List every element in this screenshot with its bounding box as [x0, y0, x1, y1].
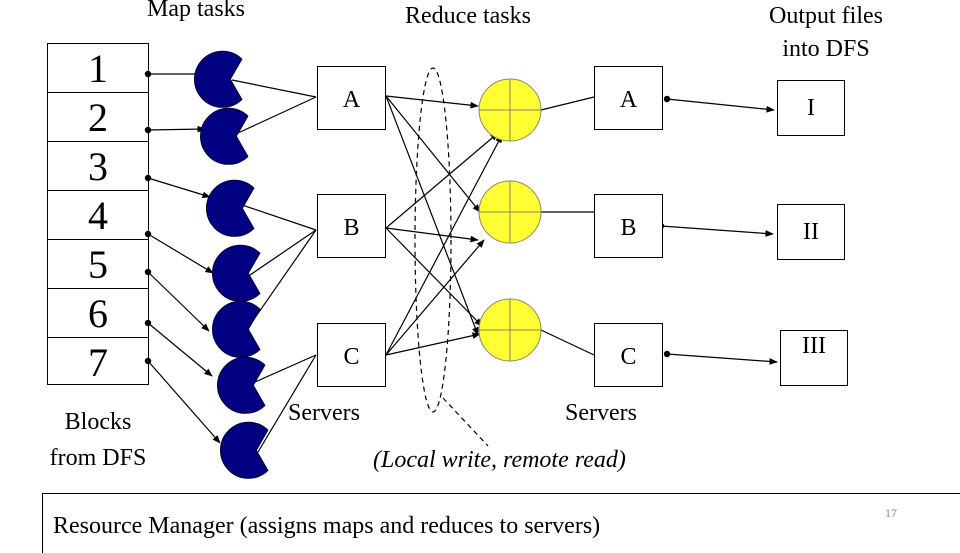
line-reduce3-server-c — [540, 329, 595, 356]
pacman-icon — [212, 244, 261, 302]
arrow-block5-map5 — [147, 271, 210, 332]
resource-manager-label: Resource Manager (assigns maps and reduc… — [53, 513, 601, 539]
block-to-map-arrows — [147, 70, 221, 444]
dfs-blocks: 1 2 3 4 5 6 7 — [47, 43, 149, 385]
servers-label-right: Servers — [565, 400, 637, 426]
arrow-block3-map3 — [147, 177, 211, 198]
reduce-server-c: C — [594, 323, 663, 387]
blocks-caption: Blocks from DFS — [28, 410, 168, 470]
block-dots — [144, 70, 152, 365]
pacman-icon — [217, 356, 266, 414]
line-map4-server-b — [249, 229, 317, 276]
local-write-ellipse — [414, 67, 452, 413]
block-1: 1 — [48, 44, 148, 93]
dot-block1 — [144, 70, 152, 78]
shuffle-arrows — [385, 95, 503, 356]
output-files-label-line2: into DFS — [782, 36, 870, 62]
arrow-a-reduce1 — [385, 95, 479, 109]
dot-block6 — [144, 319, 152, 327]
arrow-b-reduce1 — [385, 132, 499, 229]
resource-manager-box — [42, 493, 960, 553]
arrow-b-output2 — [660, 225, 774, 237]
line-map5-server-b — [249, 229, 317, 326]
line-map3-server-b — [241, 204, 317, 231]
map-tasks — [194, 50, 269, 479]
arrow-c-reduce1 — [385, 134, 503, 356]
dot-block4 — [144, 230, 152, 238]
output-file-3: III — [780, 330, 848, 386]
map-tasks-label: Map tasks — [147, 0, 245, 22]
dot-block2 — [144, 126, 152, 134]
arrow-block2-map2 — [147, 125, 206, 133]
dot-block3 — [144, 174, 152, 182]
line-map6-server-c — [254, 354, 317, 383]
page-number: 17 — [885, 506, 897, 520]
pacman-icon — [194, 50, 243, 108]
line-map7-server-c — [257, 354, 317, 453]
servers-label-left: Servers — [288, 400, 360, 426]
block-5: 5 — [48, 240, 148, 289]
output-files-label: Output files into DFS — [741, 4, 911, 61]
arrow-a-reduce2 — [385, 95, 481, 213]
arrow-a-reduce3 — [385, 95, 479, 336]
map-server-a: A — [317, 66, 386, 130]
arrow-c-reduce2 — [385, 239, 485, 356]
blocks-caption-line1: Blocks — [64, 409, 132, 435]
reduce-to-server-lines — [540, 96, 595, 356]
ellipse-pointer-line — [442, 397, 489, 447]
block-3: 3 — [48, 142, 148, 191]
arrow-c-reduce3 — [385, 332, 481, 356]
crossed-circle-icon — [478, 78, 542, 142]
block-7: 7 — [88, 340, 108, 385]
pacman-icon — [212, 300, 261, 358]
dot-server-c — [663, 350, 671, 358]
block-4: 4 — [48, 191, 148, 240]
map-server-c: C — [317, 323, 386, 387]
arrow-block4-map4 — [147, 233, 214, 274]
arrow-a-output1 — [666, 98, 775, 113]
block-2: 2 — [48, 93, 148, 142]
reduce-tasks — [478, 78, 542, 362]
line-map2-server-a — [237, 96, 317, 134]
dot-block5 — [144, 268, 152, 276]
reduce-tasks-label: Reduce tasks — [405, 3, 531, 29]
reduce-server-a: A — [594, 66, 663, 130]
output-files-label-line1: Output files — [769, 3, 883, 29]
output-file-2: II — [777, 204, 845, 260]
map-to-server-lines — [231, 79, 317, 453]
local-write-annotation: (Local write, remote read) — [373, 447, 626, 473]
output-arrows — [660, 98, 778, 365]
block-6: 6 — [48, 289, 148, 338]
arrow-b-reduce2 — [385, 227, 479, 243]
pacman-icon — [206, 179, 255, 237]
arrow-block7-map7 — [147, 360, 221, 444]
crossed-circle-icon — [478, 298, 542, 362]
blocks-caption-line2: from DFS — [49, 445, 147, 471]
dataflow-diagram — [144, 50, 778, 479]
arrow-c-output3 — [666, 353, 778, 365]
reduce-server-b: B — [594, 194, 663, 258]
pacman-icon — [220, 421, 269, 479]
output-file-1: I — [777, 80, 845, 136]
line-reduce1-server-a — [540, 96, 595, 111]
map-server-b: B — [317, 194, 386, 258]
crossed-circle-icon — [478, 180, 542, 244]
arrow-block6-map6 — [147, 322, 213, 377]
dot-block7 — [144, 357, 152, 365]
arrow-b-reduce3 — [385, 227, 483, 327]
line-map1-server-a — [231, 79, 317, 98]
pacman-icon — [200, 107, 249, 165]
dot-server-a — [663, 95, 671, 103]
